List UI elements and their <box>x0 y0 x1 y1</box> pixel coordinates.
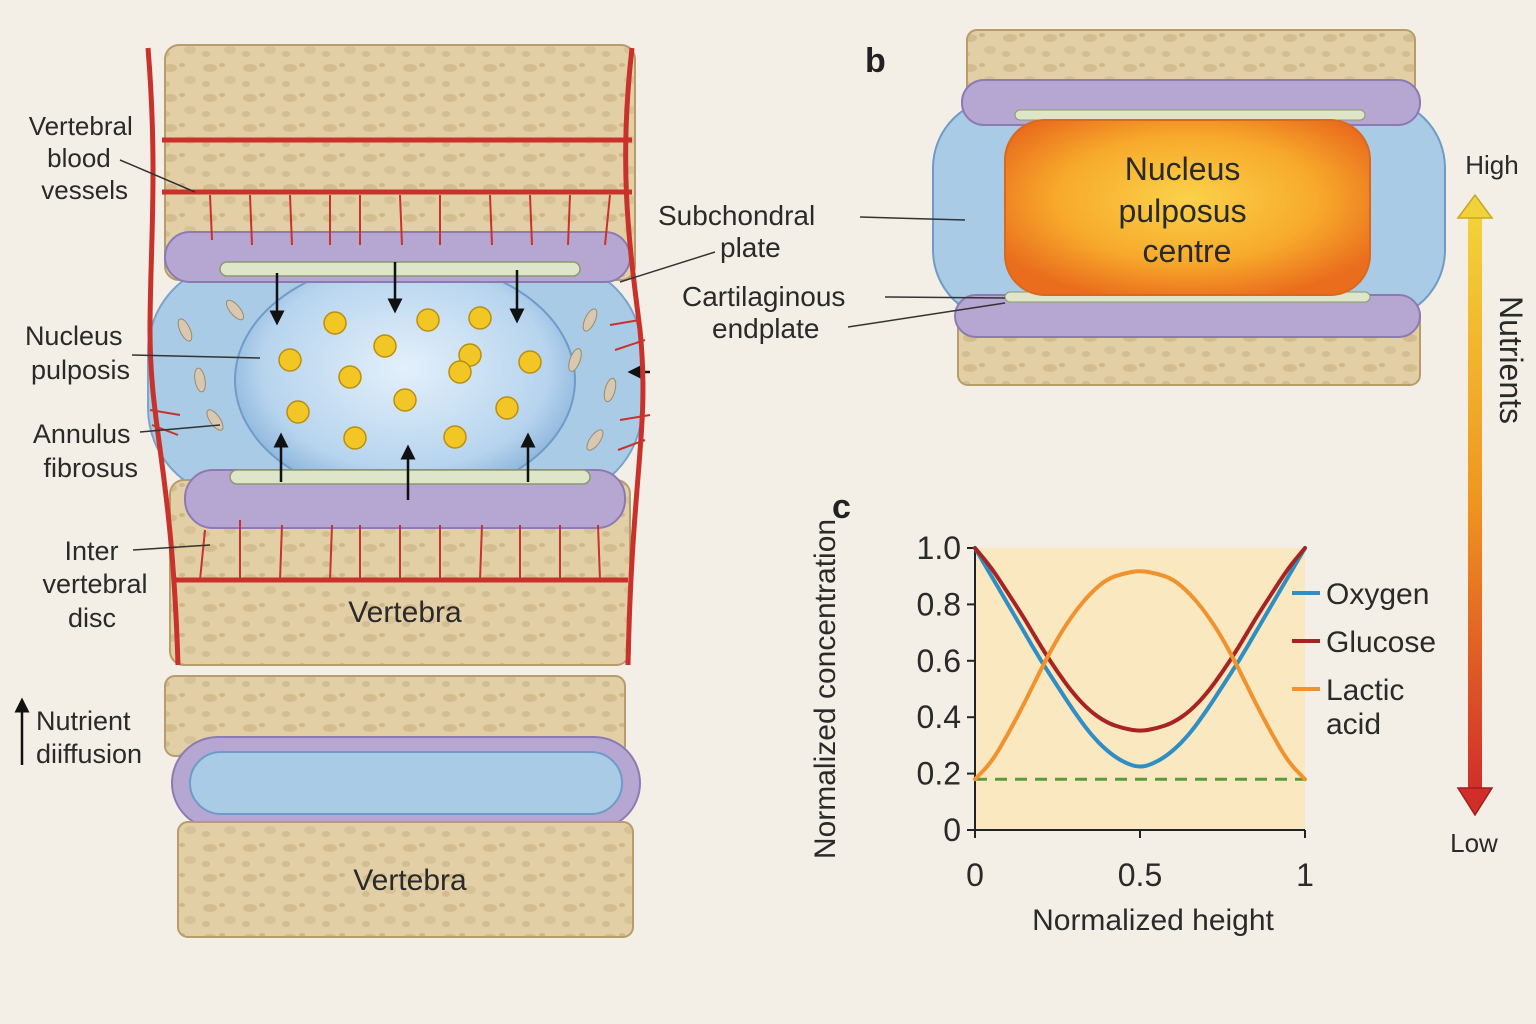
legend-label-oxygen: Oxygen <box>1326 578 1429 611</box>
legend-line-1: diiffusion <box>36 739 142 769</box>
upper-cartilaginous-endplate <box>219 261 581 277</box>
chart-ylabel: Normalized concentration <box>809 519 842 859</box>
label-annulus-fibrosus: Annulus fibrosus <box>33 419 138 483</box>
y-tick-label: 0.6 <box>917 643 961 679</box>
label-cartilaginous-endplate: Cartilaginous endplate <box>682 281 853 344</box>
panel-a: Vertebral blood vessels Nucleus pulposis… <box>14 44 651 938</box>
panel-letter-c: c <box>832 488 851 526</box>
chart-ticks: 0 0.2 0.4 0.6 0.8 1.0 0 0.5 1 <box>917 530 1314 893</box>
label-nucleus-pulposis: Nucleus pulposis <box>25 321 130 385</box>
legend-label-glucose: Glucose <box>1326 626 1436 659</box>
nutrient-particles <box>278 306 542 450</box>
nutrient-arrow-down <box>1456 787 1494 817</box>
chart-plot-area <box>975 548 1305 830</box>
capillaries <box>149 194 651 581</box>
y-tick-label: 0.8 <box>917 586 961 622</box>
series-line-lactic-acid <box>973 569 1307 782</box>
label-nucleus-pulposus-centre: Nucleus pulposus centre <box>1119 151 1256 269</box>
nucleus-pulposis-body <box>234 259 576 501</box>
nutrient-gradient-bar <box>1468 215 1482 790</box>
chart-xlabel: Normalized height <box>1032 904 1274 937</box>
label-subchondral-plate: Subchondral plate <box>658 200 823 263</box>
y-tick-label: 0.2 <box>917 756 961 792</box>
blood-vessels <box>145 47 646 666</box>
label-vertebral-blood-vessels: Vertebral blood vessels <box>29 111 140 205</box>
x-tick-label: 1 <box>1296 857 1314 893</box>
panel-letter-b: b <box>865 42 886 80</box>
lower-cartilaginous-endplate <box>229 469 591 485</box>
chart-series <box>973 546 1307 782</box>
y-tick-label: 0 <box>943 812 961 848</box>
series-line-glucose <box>973 546 1307 733</box>
label-intervertebral-disc: Inter vertebral disc <box>42 536 155 633</box>
lower-spine-vertebra <box>177 821 634 938</box>
legend-line-0: Nutrient <box>36 706 131 736</box>
panel-b: b Nucleus pulposus centre Subchondral pl… <box>619 29 1529 858</box>
lower-disc <box>189 751 623 815</box>
panel-b-leaders <box>619 216 1006 328</box>
panel-c-chart: c 0 0.2 0.4 0.6 0.8 1.0 0 0.5 1 OxygenGlucoseLac… <box>809 488 1436 937</box>
y-tick-label: 0.4 <box>917 699 961 735</box>
nutrient-arrow-up <box>1456 193 1494 219</box>
x-tick-label: 0.5 <box>1118 857 1162 893</box>
annulus-cells <box>177 299 617 451</box>
panel-b-upper-endplate <box>1014 109 1366 121</box>
panel-b-nucleus <box>1004 119 1371 296</box>
scale-high-label: High <box>1465 150 1518 180</box>
panel-a-leaders <box>119 159 261 551</box>
series-line-oxygen <box>973 546 1307 769</box>
y-tick-label: 1.0 <box>917 530 961 566</box>
scale-low-label: Low <box>1450 828 1498 858</box>
x-tick-label: 0 <box>966 857 984 893</box>
scale-title-nutrients: Nutrients <box>1493 296 1529 424</box>
label-vertebra-upper: Vertebra <box>348 596 462 629</box>
label-vertebra-lower: Vertebra <box>353 864 467 897</box>
